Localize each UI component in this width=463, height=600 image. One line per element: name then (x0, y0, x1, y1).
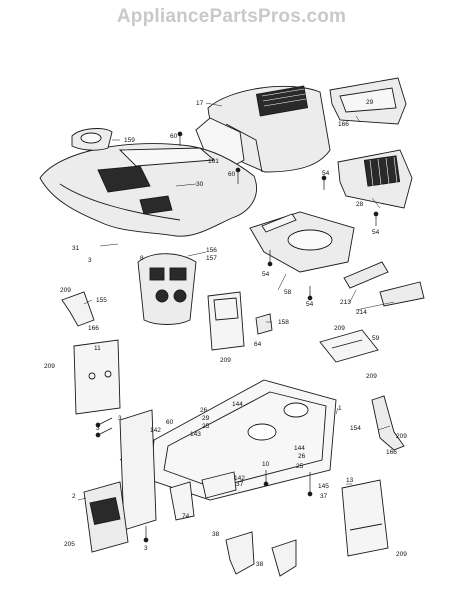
lever-bracket-part[interactable] (61, 291, 95, 327)
callout-60: 60 (228, 171, 236, 178)
lower-bracket-part[interactable] (225, 531, 297, 577)
callout-158: 158 (278, 319, 289, 326)
brake-lever-part[interactable] (371, 395, 405, 451)
callout-3: 3 (88, 257, 92, 264)
callout-59: 59 (372, 335, 380, 342)
rear-plate-part[interactable] (341, 479, 389, 557)
callout-3: 3 (96, 425, 100, 432)
callout-142: 142 (150, 427, 161, 434)
callout-54: 54 (262, 271, 270, 278)
callout-161: 161 (208, 158, 219, 165)
callout-58: 58 (284, 289, 292, 296)
callout-8: 8 (140, 255, 144, 262)
callout-30: 30 (196, 181, 204, 188)
small-brackets[interactable] (169, 471, 237, 521)
callout-209: 209 (220, 357, 231, 364)
callout-60: 60 (166, 419, 174, 426)
callout-28: 28 (356, 201, 364, 208)
dash-cover-part[interactable] (249, 211, 355, 273)
side-plate-part[interactable] (73, 339, 121, 415)
callout-29: 29 (366, 99, 374, 106)
callout-74: 74 (182, 513, 190, 520)
callout-209: 209 (366, 373, 377, 380)
callout-166: 166 (338, 121, 349, 128)
callout-17: 17 (196, 100, 204, 107)
grille-part[interactable] (337, 149, 413, 209)
console-part[interactable] (137, 253, 197, 325)
callout-54: 54 (306, 301, 314, 308)
callouts: 17 29 166 159 60 161 60 30 54 28 54 31 3… (44, 99, 407, 568)
callout-37: 37 (236, 481, 244, 488)
hood-grille (255, 85, 309, 117)
callout-209: 209 (396, 551, 407, 558)
callout-13: 13 (346, 477, 354, 484)
frame-part[interactable] (119, 379, 337, 531)
callout-205: 205 (64, 541, 75, 548)
callout-159: 159 (124, 137, 135, 144)
callout-10: 10 (262, 461, 270, 468)
callout-214: 214 (356, 309, 367, 316)
callout-37: 37 (320, 493, 328, 500)
callout-142: 142 (234, 475, 245, 482)
callout-157: 157 (206, 255, 217, 262)
callout-3: 3 (118, 415, 122, 422)
callout-213: 213 (340, 299, 351, 306)
callout-166: 166 (386, 449, 397, 456)
callout-38: 38 (256, 561, 264, 568)
hardware-bolts (95, 131, 379, 543)
seat-pan-part[interactable] (71, 128, 113, 151)
bracket-part[interactable] (207, 291, 273, 351)
callout-31: 31 (72, 245, 80, 252)
callout-60: 60 (170, 133, 178, 140)
callout-29: 29 (202, 415, 210, 422)
callout-26: 26 (200, 407, 208, 414)
callout-54: 54 (372, 229, 380, 236)
callout-1: 1 (338, 405, 342, 412)
leader-lines (77, 102, 395, 501)
callout-25: 25 (202, 423, 210, 430)
battery-tray-part[interactable] (83, 481, 129, 553)
callout-166: 166 (88, 325, 99, 332)
callout-209: 209 (396, 433, 407, 440)
callout-54: 54 (322, 170, 330, 177)
hood-part[interactable] (195, 85, 331, 173)
callout-154: 154 (350, 425, 361, 432)
watermark-title: AppliancePartsPros.com (116, 6, 347, 27)
callout-11: 11 (94, 345, 101, 352)
callout-143: 143 (190, 431, 201, 438)
dash-bracket-part[interactable] (329, 77, 407, 125)
callout-144: 144 (232, 401, 243, 408)
callout-3: 3 (144, 545, 148, 552)
callout-2: 2 (72, 493, 76, 500)
callout-144: 144 (294, 445, 305, 452)
callout-38: 38 (212, 531, 220, 538)
fender-part[interactable] (39, 143, 257, 237)
side-panel-part[interactable] (343, 261, 425, 307)
callout-156: 156 (206, 247, 217, 254)
callout-145: 145 (318, 483, 329, 490)
callout-209: 209 (44, 363, 55, 370)
callout-26: 26 (298, 453, 306, 460)
callout-209: 209 (334, 325, 345, 332)
callout-209: 209 (60, 287, 71, 294)
callout-25: 25 (296, 463, 304, 470)
callout-155: 155 (96, 297, 107, 304)
shifter-plate-part[interactable] (319, 329, 379, 363)
callout-64: 64 (254, 341, 262, 348)
